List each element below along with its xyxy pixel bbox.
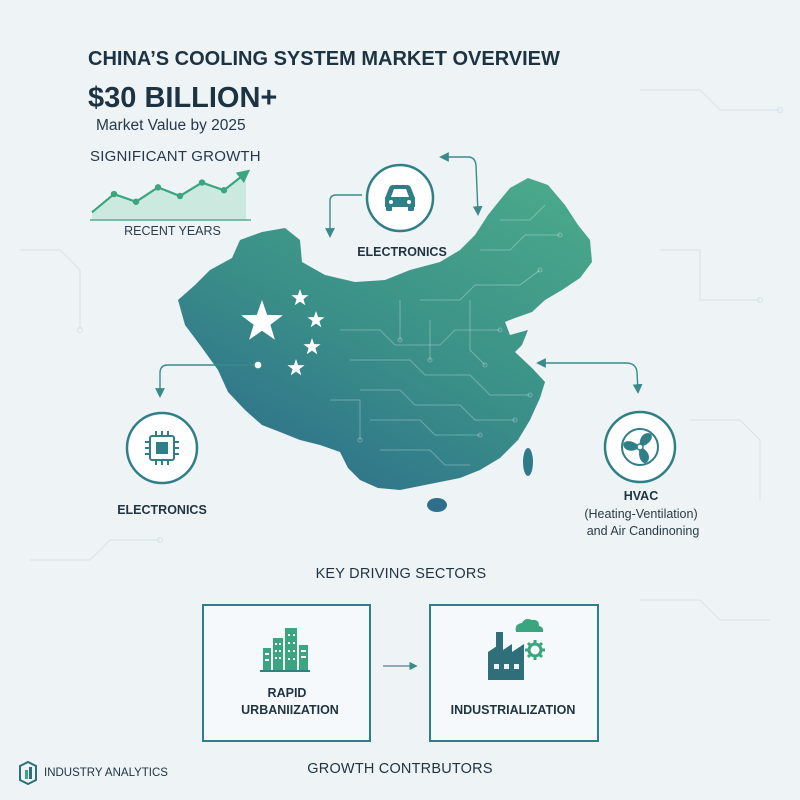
growth-axis-label: RECENT YEARS: [124, 224, 221, 238]
brand-name: INDUSTRY ANALYTICS: [44, 767, 168, 779]
connector-arrow-right: [536, 358, 643, 394]
chip-icon: [145, 431, 179, 465]
sparkline-point: [154, 184, 162, 191]
sector-label-right: HVAC: [623, 489, 659, 503]
page-title: CHINA’S COOLING SYSTEM MARKET OVERVIEW: [88, 48, 560, 70]
growth-contributors-label: GROWTH CONTRBUTORS: [307, 761, 493, 777]
hainan-island-shape: [427, 498, 447, 512]
sector-label-top: ELECTRONICS: [357, 245, 447, 259]
sector-circle-right: [603, 410, 677, 484]
connector-arrows: [155, 152, 643, 398]
growth-sparkline: [90, 169, 251, 221]
sparkline-point: [110, 190, 118, 198]
hvac-detail-line-2: and Air Candinoning: [586, 524, 700, 538]
connector-arrow-top-right: [439, 152, 483, 216]
car-icon: [385, 185, 415, 211]
gear-icon: [525, 640, 545, 660]
sparkline-point: [220, 187, 228, 194]
connector-arrow-left: [155, 364, 254, 398]
sparkline-point: [176, 192, 184, 200]
factory-icon: [488, 619, 545, 680]
sector-circle-top: [365, 163, 435, 233]
sparkline-point: [132, 198, 140, 205]
sector-circle-left: [125, 411, 199, 485]
growth-label: SIGNIFICANT GROWTH: [90, 148, 261, 165]
china-map: [178, 178, 592, 512]
hvac-detail-line-1: (Heating-Ventilation): [584, 507, 698, 521]
contributor-box-urbanization: [202, 604, 371, 742]
background-circuit-pattern: [20, 89, 783, 621]
sector-label-left: ELECTRONICS: [117, 503, 207, 517]
contributor-urbanization-line-1: RAPID: [267, 686, 307, 700]
city-buildings-icon: [260, 628, 310, 672]
contributor-industrialization-label: INDUSTRIALIZATION: [450, 703, 576, 717]
market-value-caption: Market Value by 2025: [96, 117, 246, 134]
map-circuit-lines: [330, 204, 563, 466]
sparkline-point: [198, 179, 206, 186]
key-sectors-label: KEY DRIVING SECTORS: [315, 566, 487, 582]
china-mainland-shape: [178, 178, 592, 490]
map-marker-dot: [253, 360, 263, 370]
market-value-headline: $30 BILLION+: [88, 82, 278, 114]
contributor-urbanization-line-2: URBANIIZATION: [241, 703, 339, 717]
sparkline-line: [91, 169, 251, 214]
industry-analytics-logo-icon: [19, 760, 37, 786]
connector-arrow-top-left: [325, 194, 362, 238]
taiwan-island-shape: [523, 448, 533, 476]
fan-icon: [621, 428, 659, 466]
